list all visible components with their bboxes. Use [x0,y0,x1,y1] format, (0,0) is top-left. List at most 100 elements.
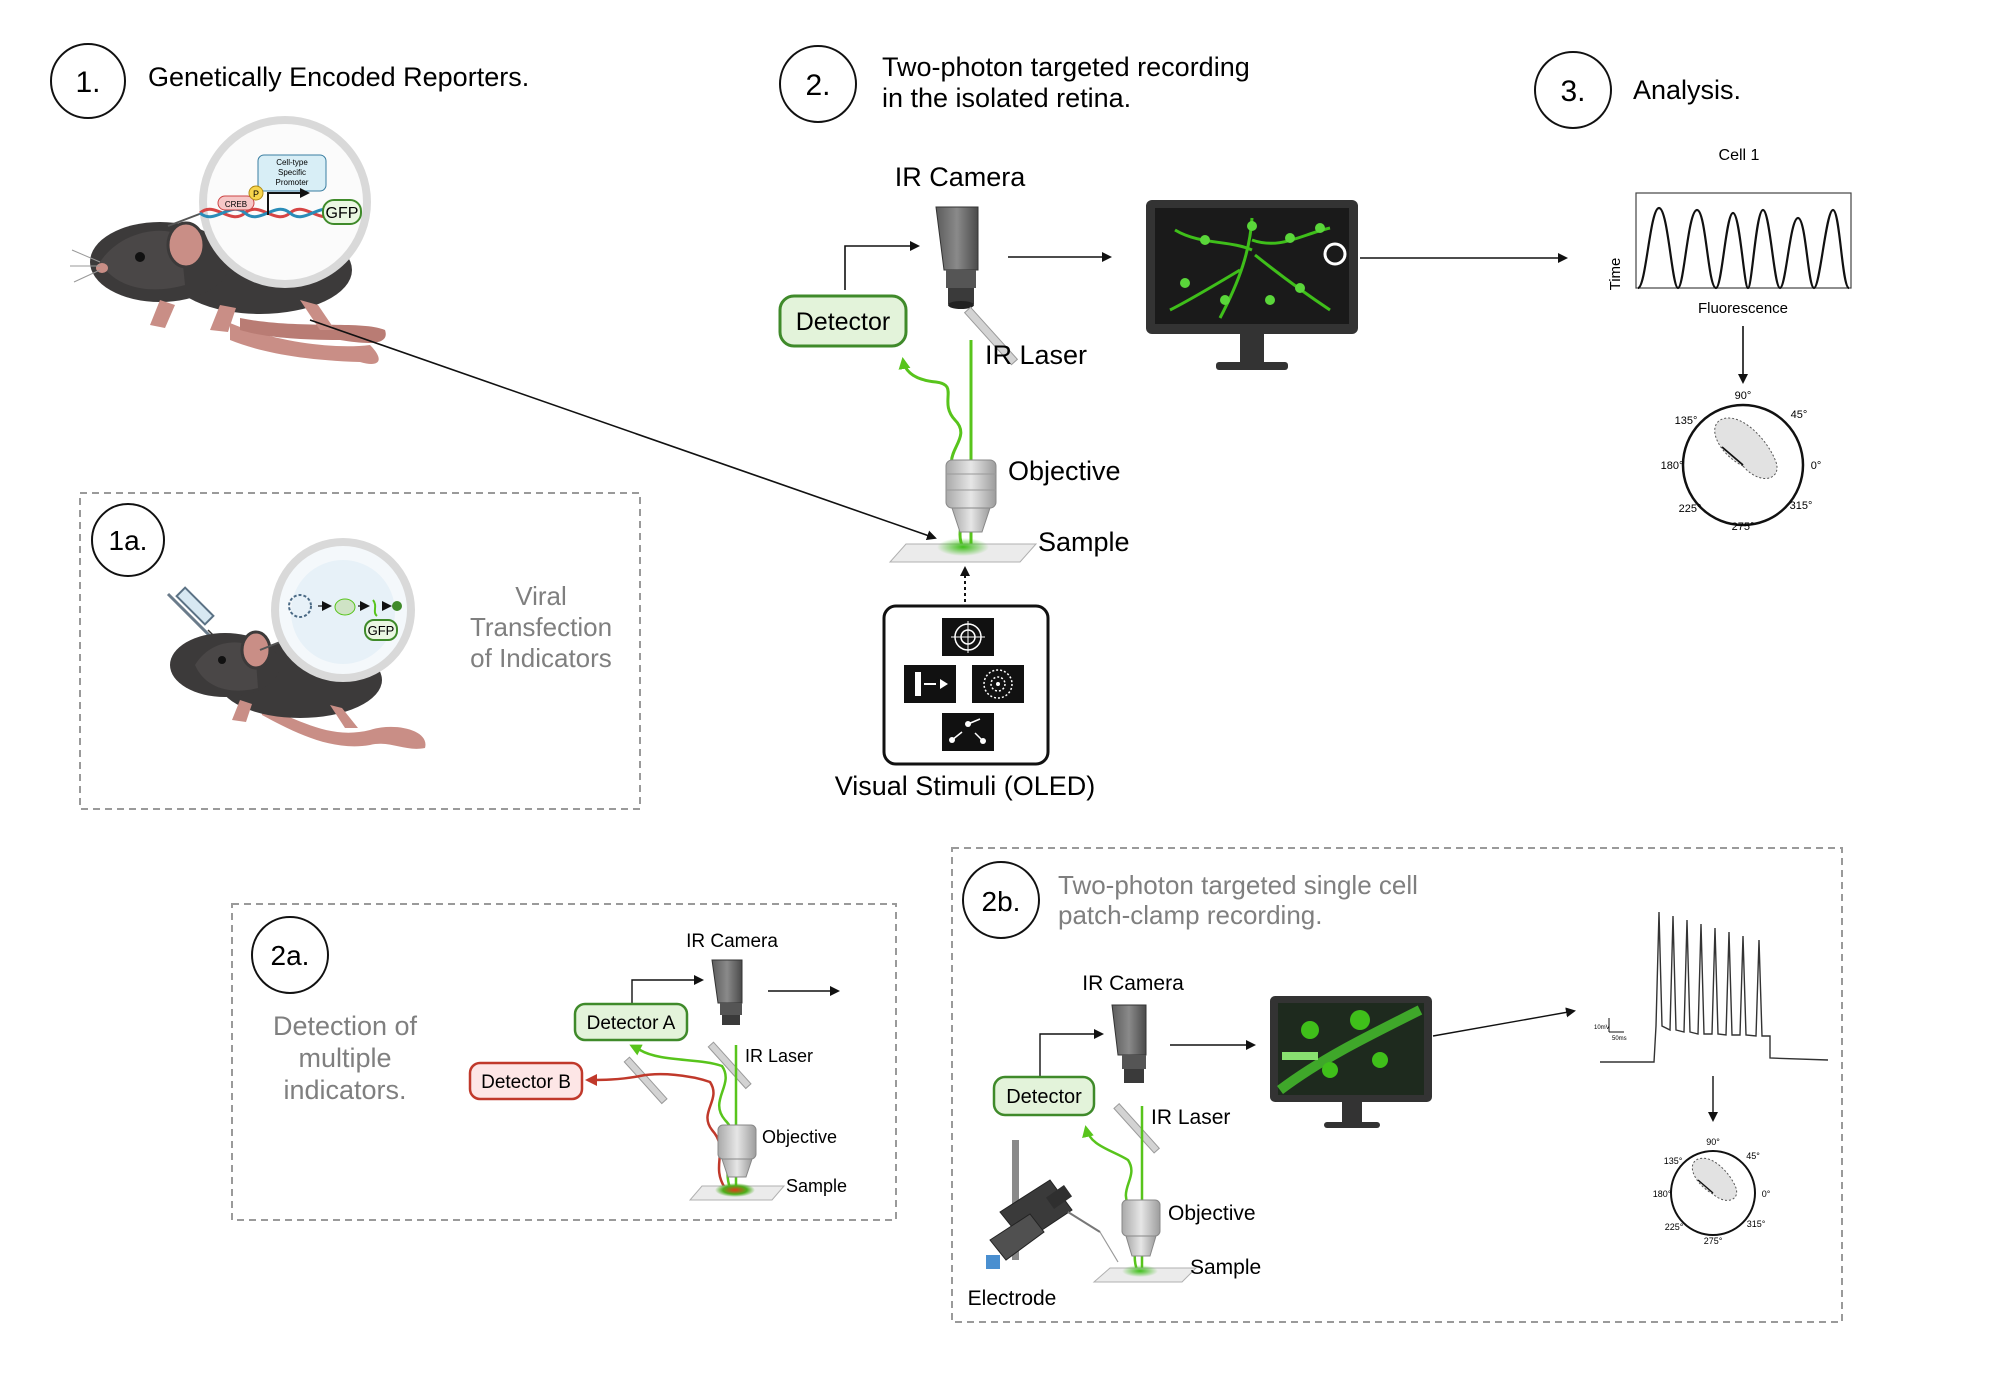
polar2-45: 45° [1746,1151,1760,1161]
panel-2a: 2a. Detection of multiple indicators. IR… [231,903,897,1221]
polar-plot-2: 90° 45° 135° 180° 0° 225° 315° 275° [1653,1137,1771,1246]
step-2b-title-2: patch-clamp recording. [1058,900,1322,930]
step-3-badge [1534,51,1612,129]
trace-x-axis-label: Fluorescence [1698,300,1788,317]
panel-2: 2. Two-photon targeted recording in the … [778,45,1568,801]
rig2-detector-box [778,294,908,348]
rig2-detector-label: Detector [796,308,890,336]
polar1-180: 180° [1661,460,1684,472]
polar2-315: 315° [1747,1219,1766,1229]
step-2-badge [779,45,857,123]
promoter-line-2: Specific [278,168,306,177]
dichroic-mirror [963,306,1019,366]
rig2a-sample-glow [715,1183,755,1197]
ir-camera-small-icon [711,959,743,1025]
rig2b-detector-label: Detector [1006,1086,1082,1108]
step-2b-number: 2b. [982,886,1021,917]
sample-glow [937,538,989,556]
polar1-0: 0° [1811,460,1822,472]
rig2-objective-label: Objective [1008,456,1121,486]
gfp-label: GFP [326,205,359,222]
panel-2b: 2b. Two-photon targeted single cell patc… [951,847,1843,1323]
cell-label: Cell 1 [1719,147,1760,164]
step-3-number: 3. [1560,75,1585,108]
polar1-315: 315° [1790,500,1813,512]
step-1-title: Genetically Encoded Reporters. [148,62,529,92]
polar1-275: 275° [1732,521,1755,533]
detector-a-to-camera-arrow [631,975,704,1005]
detector-b-box [468,1061,584,1101]
step-1a-title-2: Transfection [470,612,612,642]
phospho-label: P [253,189,259,199]
rig2b-detector-to-camera-arrow [1039,1029,1104,1077]
step-1-badge [50,43,126,119]
viral-inset: GFP [259,538,415,682]
rig2-ir-camera-label: IR Camera [895,162,1027,192]
viral-gfp-label: GFP [368,623,395,638]
stimulus-moving-bar-icon [904,665,956,703]
polar2-135: 135° [1664,1156,1683,1166]
step-1a-title-3: of Indicators [470,643,612,673]
promoter-line-3: Promoter [276,178,309,187]
panel-3: 3. Analysis. Cell 1 Time Fluorescence 90… [1534,51,1852,533]
fluorescence-trace [1636,206,1851,290]
promoter-box [257,154,327,192]
visual-stimuli-label: Visual Stimuli (OLED) [835,771,1096,801]
polar2-0: 0° [1762,1189,1771,1199]
step-2b-title-1: Two-photon targeted single cell [1058,870,1418,900]
objective-2b-icon [1121,1199,1161,1257]
step-2a-title-1: Detection of [273,1011,418,1041]
detector-to-camera-arrow [844,241,920,290]
detector-a-label: Detector A [587,1013,676,1034]
step-2a-number: 2a. [271,940,310,971]
creb-box [217,195,255,211]
polar1-225: 225° [1679,503,1702,515]
monitor-2b-to-trace-arrow [1432,1007,1576,1037]
panel-2b-frame [951,847,1843,1323]
polar2-180: 180° [1653,1189,1672,1199]
gfp-box [322,199,362,225]
panel-1: 1. Genetically Encoded Reporters. [50,43,937,541]
step-1a-title-1: Viral [515,581,567,611]
step-2a-badge [251,916,329,994]
trace-y-axis-label: Time [1607,258,1624,291]
polar2-225: 225° [1665,1222,1684,1232]
visual-stimuli-box [882,604,1050,766]
viral-gfp-box [364,619,398,641]
step-1-number: 1. [75,66,100,99]
panel-1a: 1a. Viral Transfection of Indicators [79,492,641,810]
step-2-number: 2. [805,69,830,102]
mouse-to-sample-arrow [309,319,937,541]
ir-camera-2b-icon [1111,1004,1147,1083]
rig2a-ir-laser-label: IR Laser [745,1046,813,1066]
polar1-90: 90° [1735,390,1752,402]
stimulus-dots-icon [942,713,994,751]
monitor-2b-icon [1270,996,1432,1128]
rig2b-ir-laser-label: IR Laser [1151,1106,1230,1129]
rig2b-objective-label: Objective [1168,1202,1256,1225]
rig2a-objective-label: Objective [762,1127,837,1147]
detector-a-box [573,1002,689,1042]
rig2b-dichroic [1113,1102,1161,1154]
scale-ms-label: 50ms [1612,1036,1627,1042]
step-2b-badge [962,861,1040,939]
scale-mv-label: 10mV [1594,1025,1610,1031]
polar1-45: 45° [1791,409,1808,421]
dichroic-a [707,1041,752,1090]
rig2b-sample-label: Sample [1190,1256,1261,1279]
micromanipulator-icon [986,1140,1119,1269]
rig2-sample-label: Sample [1038,527,1130,557]
step-3-title: Analysis. [1633,75,1741,105]
spike-trace: 10mV 50ms [1594,911,1829,1063]
creb-label: CREB [225,200,247,209]
rig2b-electrode-label: Electrode [968,1287,1057,1310]
step-2-title-1: Two-photon targeted recording [882,52,1250,82]
step-2a-title-3: indicators. [283,1075,406,1105]
polar2-275: 275° [1704,1236,1723,1246]
step-1a-number: 1a. [109,525,148,556]
step-1a-badge [91,503,165,577]
rig2b-sample-glow [1122,1265,1158,1277]
promoter-line-1: Cell-type [276,158,308,167]
polar1-135: 135° [1675,415,1698,427]
